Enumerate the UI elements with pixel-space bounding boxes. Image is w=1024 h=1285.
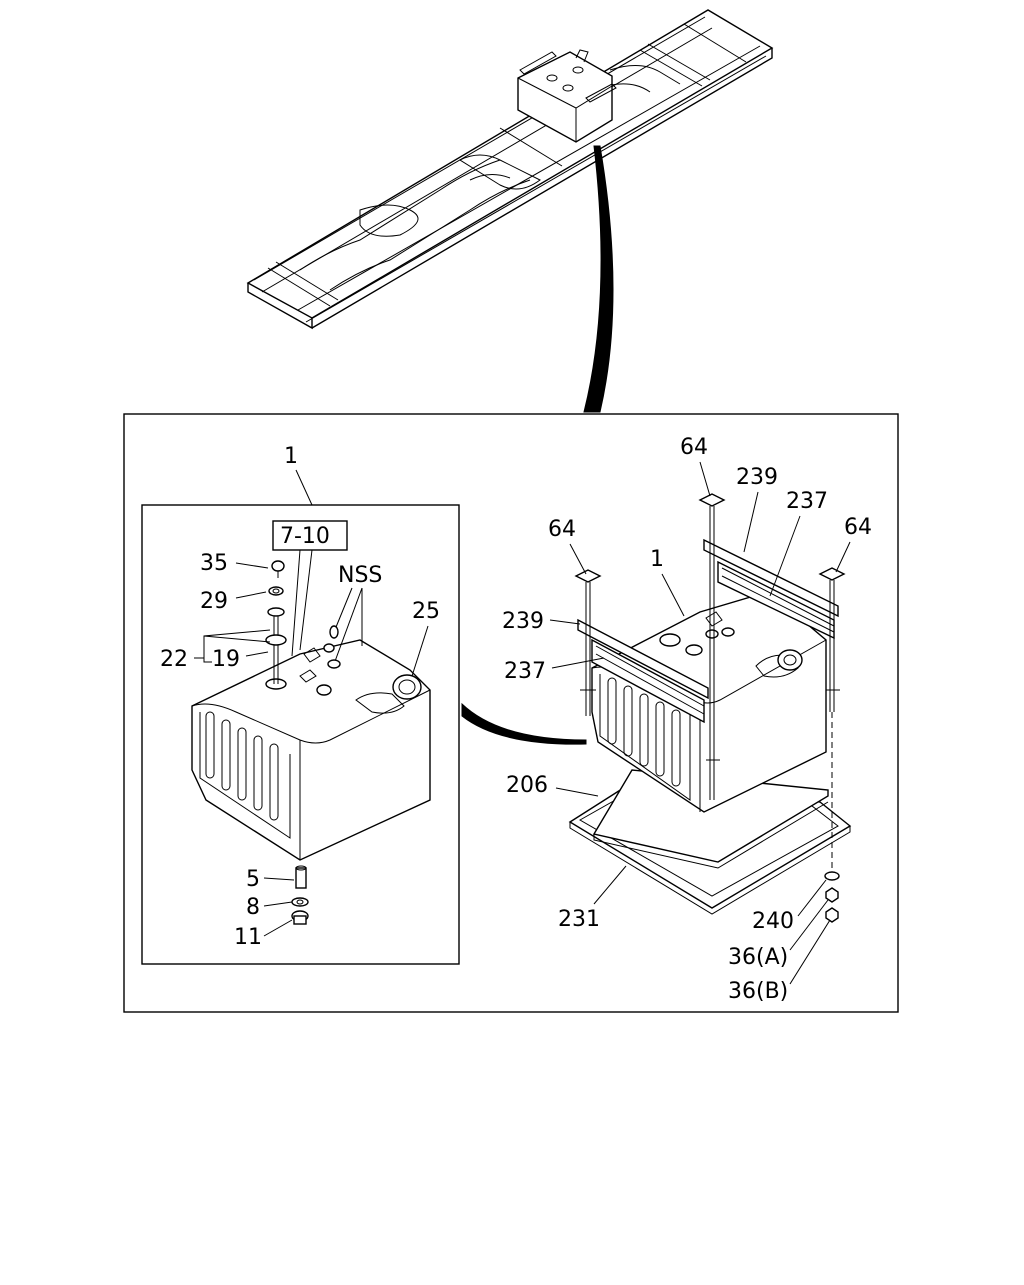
callout-64-top: 64 [680,435,708,460]
callout-231: 231 [558,907,600,932]
detail-frame [123,413,899,1013]
callout-range: 7-10 [280,524,330,549]
callout-64-left: 64 [548,517,576,542]
callout-29: 29 [200,589,228,614]
callout-1-main: 1 [650,547,664,572]
gasket-icon [291,897,309,907]
callout-19: 19 [212,647,240,672]
screw-icon [271,560,285,578]
strap-left-icon [577,618,709,724]
callout-239-left: 239 [502,609,544,634]
callout-1-inset: 1 [284,444,298,469]
drain-plug-icon [291,910,309,925]
strap-bolt-icon [574,493,846,870]
sender-unit-icon [265,607,341,696]
callout-64-right: 64 [844,515,872,540]
callout-11: 11 [234,925,262,950]
pointer-swoop [583,145,614,413]
inset-frame [141,504,460,965]
callout-nss: NSS [338,563,382,588]
drain-fitting-icon [295,865,307,889]
callout-237-left: 237 [504,659,546,684]
callout-5: 5 [246,867,260,892]
callout-25: 25 [412,599,440,624]
callout-206: 206 [506,773,548,798]
callout-22: 22 [160,647,188,672]
fuel-tank-main-icon [591,595,827,813]
nut-stack-icon [824,871,840,923]
callout-237-top: 237 [786,489,828,514]
callout-8: 8 [246,895,260,920]
callout-36a: 36(A) [728,945,788,970]
rubber-pad-icon [592,769,829,869]
callout-35: 35 [200,551,228,576]
fuel-tank-icon [191,639,431,861]
callout-36b: 36(B) [728,979,788,1004]
callout-240: 240 [752,909,794,934]
pointer-swoop-2 [461,702,587,745]
callout-239-top: 239 [736,465,778,490]
washer-icon [268,586,284,596]
callout-range-box [272,520,348,551]
chassis-frame-icon [246,9,774,330]
